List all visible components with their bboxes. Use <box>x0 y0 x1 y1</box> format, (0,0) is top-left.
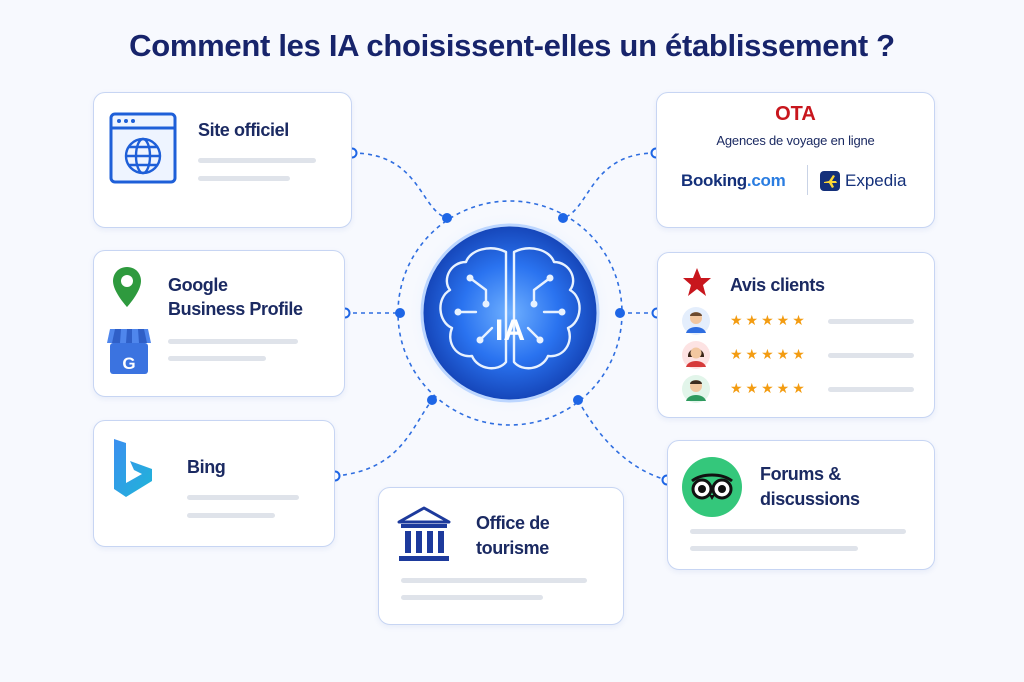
site-label: Site officiel <box>198 120 289 140</box>
divider <box>807 165 808 195</box>
source-card-forums[interactable]: Forums & discussions <box>667 440 935 570</box>
placeholder-line <box>690 546 858 551</box>
google-business-store-icon: G <box>107 329 151 374</box>
bing-label: Bing <box>187 457 226 477</box>
reviews-label: Avis clients <box>730 275 825 295</box>
source-card-reviews[interactable]: Avis clients ★★★★★ ★★★★★ ★★★★★ <box>657 252 935 418</box>
placeholder-line <box>198 176 290 181</box>
source-card-site[interactable]: Site officiel <box>93 92 352 228</box>
rating-stars: ★★★★★ <box>730 380 808 396</box>
woman-avatar-icon <box>682 341 710 369</box>
ota-title: OTA <box>775 103 816 125</box>
brain-circuit-icon <box>439 247 581 370</box>
star-icon <box>683 268 711 296</box>
svg-text:G: G <box>122 354 135 373</box>
ota-subtitle: Agences de voyage en ligne <box>716 133 875 148</box>
placeholder-line <box>690 529 906 534</box>
tripadvisor-owl-icon <box>682 457 742 517</box>
institution-building-icon <box>397 506 451 561</box>
browser-globe-icon <box>109 112 177 184</box>
placeholder-line <box>187 495 299 500</box>
expedia-plane-icon <box>820 171 840 191</box>
placeholder-line <box>187 513 275 518</box>
google-label-line2: Business Profile <box>168 299 303 319</box>
office-label-line2: tourisme <box>476 538 549 558</box>
placeholder-line <box>168 339 298 344</box>
placeholder-line <box>828 319 914 324</box>
page-title: Comment les IA choisissent-elles un étab… <box>129 28 895 63</box>
placeholder-line <box>828 387 914 392</box>
source-card-ota[interactable]: OTA Agences de voyage en ligne Booking.c… <box>656 92 935 228</box>
placeholder-line <box>401 595 543 600</box>
rating-stars: ★★★★★ <box>730 312 808 328</box>
google-label-line1: Google <box>168 275 228 295</box>
booking-logo: Booking.com <box>681 171 786 190</box>
center-label: IA <box>495 314 525 347</box>
source-card-office[interactable]: Office de tourisme <box>378 487 624 625</box>
man-avatar-icon <box>682 375 710 403</box>
bing-logo-icon <box>114 439 152 497</box>
placeholder-line <box>198 158 316 163</box>
placeholder-line <box>168 356 266 361</box>
man-avatar-icon <box>682 307 710 335</box>
office-label-line1: Office de <box>476 513 550 533</box>
rating-stars: ★★★★★ <box>730 346 808 362</box>
source-card-bing[interactable]: Bing <box>93 420 335 547</box>
expedia-logo: Expedia <box>845 171 907 190</box>
source-card-google[interactable]: G Google Business Profile <box>93 250 345 397</box>
forums-label-line1: Forums & <box>760 464 841 484</box>
forums-label-line2: discussions <box>760 489 860 509</box>
placeholder-line <box>828 353 914 358</box>
placeholder-line <box>401 578 587 583</box>
map-pin-icon <box>113 267 141 307</box>
